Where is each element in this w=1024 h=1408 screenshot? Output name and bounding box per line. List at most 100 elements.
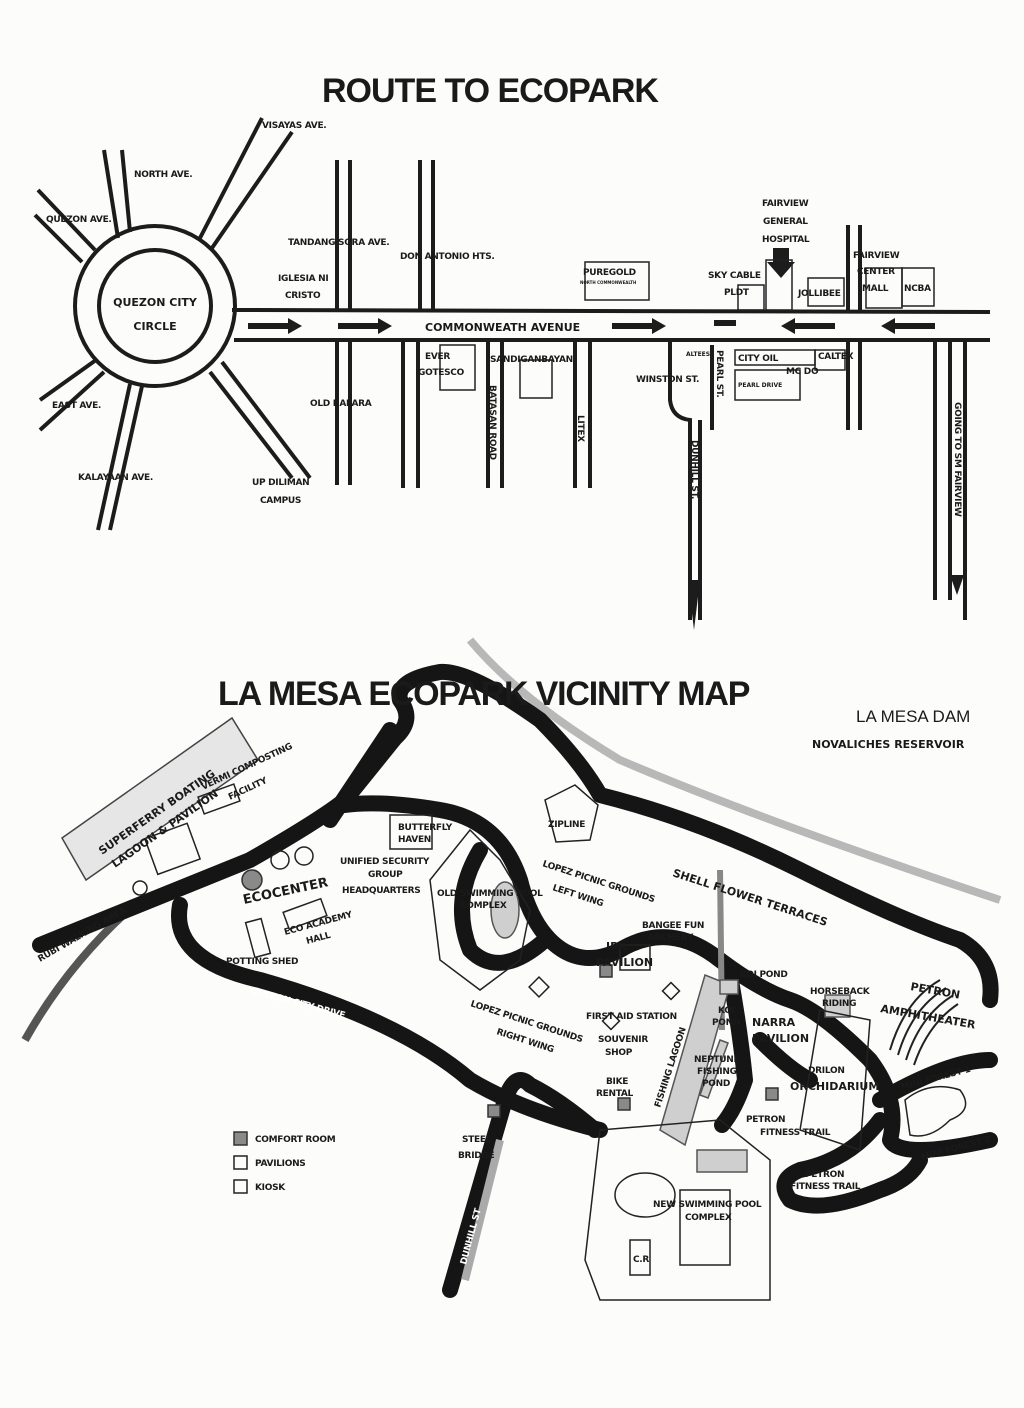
label-narra: NARRA	[752, 1016, 796, 1029]
label-bike-rental: BIKE	[606, 1077, 628, 1087]
quezon-city-circle	[97, 248, 213, 364]
label-lopez-left-2: LEFT WING	[551, 883, 604, 909]
label-steel-bridge: STEEL	[462, 1135, 492, 1145]
hospital-arrow-icon	[767, 248, 795, 278]
label-commonwealth-ave: COMMONWEATH AVENUE	[425, 321, 580, 334]
new-pool-annex	[696, 1149, 748, 1173]
label-security-2: GROUP	[368, 870, 403, 880]
potting-shed	[244, 917, 272, 959]
label-old-pool: OLD SWIMMING POOL	[437, 889, 543, 899]
label-kalayaan-ave: KALAYAAN AVE.	[78, 473, 153, 483]
label-altees: ALTEES	[686, 351, 710, 358]
old-pool	[490, 881, 520, 939]
label-fitness-trail-b: PETRON	[805, 1170, 844, 1180]
eco-academy-hall	[282, 897, 328, 931]
pearl-st-marker	[714, 320, 736, 326]
label-dunhill-st: DUNHILL ST.	[689, 440, 699, 499]
new-swimming-pool-complex	[584, 1119, 771, 1301]
label-iglesia-2: CRISTO	[285, 291, 321, 301]
label-puregold-sub: NORTH COMMONWEALTH	[580, 280, 636, 285]
cr-building	[629, 1239, 651, 1276]
reservoir-shoreline	[466, 637, 1002, 904]
label-zipline: ZIPLINE	[548, 820, 585, 830]
label-first-aid-station: FIRST AID STATION	[586, 1012, 677, 1022]
label-koi-pond-2: KOI	[718, 1006, 735, 1016]
label-mcdo: MC DO	[786, 367, 819, 377]
label-hospital-2: GENERAL	[763, 217, 808, 227]
label-hospital-3: HOSPITAL	[762, 235, 810, 245]
arrow-left-icon	[781, 318, 835, 334]
label-horseback: HORSEBACK	[810, 987, 871, 997]
souvenir-shop	[601, 1011, 621, 1031]
arrow-right-icon	[338, 318, 392, 334]
label-petron-amphitheater-2: AMPHITHEATER	[879, 1002, 977, 1032]
sm-fairview-arrow-icon	[950, 575, 964, 595]
legend: COMFORT ROOM PAVILIONS KIOSK	[233, 1131, 336, 1194]
label-souvenir-shop: SOUVENIR	[598, 1035, 648, 1045]
legend-comfort-room: COMFORT ROOM	[255, 1135, 336, 1145]
park-structures	[132, 783, 967, 1301]
route-map-title: ROUTE TO ECOPARK	[322, 72, 659, 110]
label-horseback-2: RIDING	[822, 999, 856, 1009]
arrow-right-icon	[612, 318, 666, 334]
route-map: ROUTE TO ECOPARK	[33, 72, 991, 630]
zipline-platform	[544, 784, 599, 843]
steel-bridge	[461, 1139, 504, 1281]
dunhill-arrow-icon	[688, 580, 700, 630]
legend-pavilions: PAVILIONS	[255, 1159, 306, 1169]
label-narra-pavilion: PAVILION	[752, 1032, 809, 1045]
legend-swatch-kiosk	[233, 1179, 248, 1194]
label-souvenir-shop-2: SHOP	[605, 1048, 633, 1058]
label-up-campus: CAMPUS	[260, 496, 301, 506]
label-butterfly-haven-2: HAVEN	[398, 835, 431, 845]
label-hospital: FAIRVIEW	[762, 199, 809, 209]
label-batasan-road: BATASAN ROAD	[487, 385, 497, 460]
new-pool	[614, 1172, 676, 1218]
label-pldt: PLDT	[724, 288, 750, 298]
label-novaliches-reservoir: NOVALICHES RESERVOIR	[812, 738, 965, 751]
legend-swatch-comfort-room	[233, 1131, 248, 1146]
butterfly-haven	[389, 814, 433, 850]
label-fitness-trail-b-2: FITNESS TRAIL	[790, 1182, 861, 1192]
label-neptune: NEPTUNE	[694, 1055, 739, 1065]
label-eco-academy-2: HALL	[305, 931, 332, 947]
quezon-city-circle-outer	[73, 224, 237, 388]
arrow-right-icon	[248, 318, 302, 334]
new-pool-building	[679, 1189, 731, 1266]
amphitheater-arcs	[889, 979, 959, 1066]
label-old-pool-2: COMPLEX	[460, 901, 507, 911]
ecocenter-kiosk	[270, 850, 290, 870]
vermi-composting-facility	[197, 783, 241, 815]
label-pearl-st: PEARL ST.	[714, 350, 724, 397]
comfort-room	[487, 1104, 501, 1118]
label-fitness-trail-a-2: FITNESS TRAIL	[760, 1128, 831, 1138]
label-sandiganbayan: SANDIGANBAYAN	[490, 355, 573, 365]
label-qc-circle-2: CIRCLE	[133, 320, 176, 333]
label-east-ave: EAST AVE.	[52, 401, 101, 411]
kiosk	[528, 976, 550, 998]
label-going-to-sm-fairview: GOING TO SM FAIRVIEW	[952, 402, 962, 517]
route-buildings	[439, 259, 935, 401]
bike-rental-comfort-room	[617, 1097, 631, 1111]
label-skycable: SKY CABLE	[708, 271, 761, 281]
label-steel-bridge-2: BRIDGE	[458, 1151, 494, 1161]
comfort-room	[765, 1087, 779, 1101]
label-bangee: BANGEE FUN	[642, 921, 704, 931]
label-drilon: DRILON	[808, 1066, 845, 1076]
comfort-room	[599, 964, 613, 978]
vicinity-map-title: LA MESA ECOPARK VICINITY MAP	[218, 675, 750, 713]
ecocenter-comfort-room	[241, 869, 263, 891]
label-jollibee: JOLLIBEE	[797, 289, 841, 299]
label-neptune-2: FISHING	[697, 1067, 737, 1077]
label-la-mesa-dam: LA MESA DAM	[856, 707, 970, 726]
label-fairview-center-2: CENTER	[857, 267, 895, 277]
label-ever: EVER	[425, 352, 450, 362]
label-neptune-3: POND	[702, 1079, 730, 1089]
kiosk	[661, 981, 681, 1001]
legend-swatch-pavilions	[233, 1155, 248, 1170]
direction-arrows	[248, 248, 935, 334]
label-winston-st: WINSTON ST.	[636, 375, 699, 385]
label-fitness-trail-a: PETRON	[746, 1115, 785, 1125]
label-iglesia: IGLESIA NI	[278, 274, 328, 284]
